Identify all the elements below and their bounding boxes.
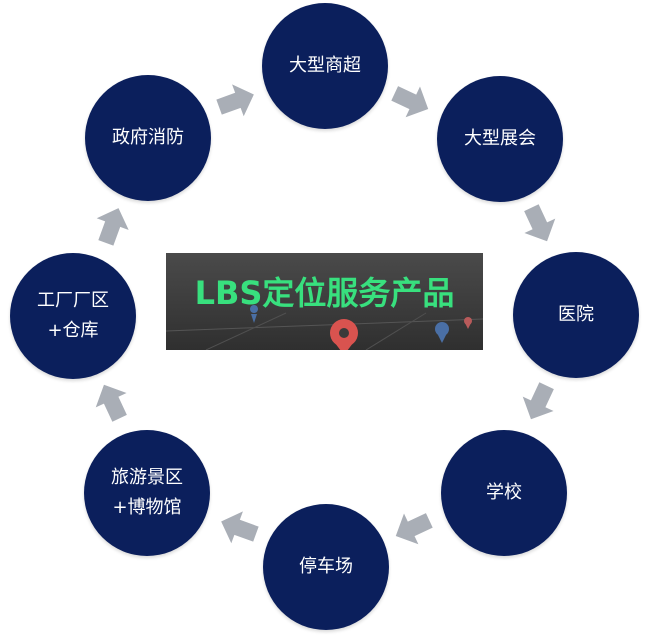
location-pin-icon <box>250 305 259 323</box>
node-government: 政府消防 <box>85 75 211 201</box>
node-parking: 停车场 <box>263 504 389 630</box>
node-hospital: 医院 <box>513 252 639 378</box>
node-label-government: 政府消防 <box>112 127 184 148</box>
node-label-school: 学校 <box>486 482 522 503</box>
node-exhibition: 大型展会 <box>437 76 563 202</box>
map-background <box>166 305 483 350</box>
flow-arrow-5-icon <box>395 513 433 545</box>
flow-arrow-6-icon <box>221 511 259 544</box>
center-title: LBS定位服务产品 <box>194 274 455 312</box>
node-label-tourism-line1: 旅游景区 <box>111 467 183 488</box>
center-product-banner: LBS定位服务产品 <box>166 253 483 350</box>
node-factory: 工厂厂区 +仓库 <box>10 253 136 379</box>
flow-arrow-8-icon <box>96 208 129 246</box>
node-label-factory-line2: +仓库 <box>47 320 99 341</box>
node-label-parking: 停车场 <box>299 556 353 577</box>
location-pin-icon <box>464 317 472 329</box>
location-pin-icon <box>435 322 449 343</box>
flow-arrow-4-icon <box>522 382 554 420</box>
node-tourism: 旅游景区 +博物馆 <box>84 430 210 556</box>
flow-arrow-3-icon <box>524 204 556 242</box>
node-supermarket: 大型商超 <box>262 3 388 129</box>
node-school: 学校 <box>441 430 567 556</box>
node-label-tourism-line2: +博物馆 <box>112 497 182 518</box>
flow-arrow-2-icon <box>391 86 429 118</box>
node-label-factory-line1: 工厂厂区 <box>37 290 109 311</box>
node-label-exhibition: 大型展会 <box>464 128 536 149</box>
node-label-hospital: 医院 <box>558 304 594 325</box>
flow-arrow-1-icon <box>216 84 254 117</box>
location-pin-icon <box>330 319 358 350</box>
node-label-supermarket: 大型商超 <box>289 55 361 76</box>
flow-arrow-7-icon <box>95 384 127 422</box>
